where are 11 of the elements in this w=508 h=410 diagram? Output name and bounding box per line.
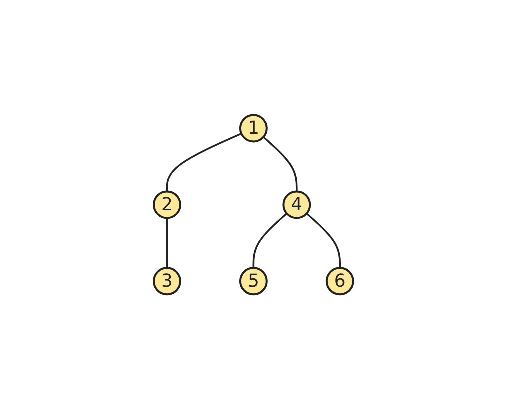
connector [253, 213, 288, 268]
node-circle: 4 [283, 190, 312, 220]
connector [166, 218, 168, 268]
node-circle: 5 [240, 267, 268, 296]
connector [166, 133, 242, 192]
node-circle: 3 [153, 267, 182, 296]
node-circle: 2 [153, 190, 182, 220]
connector [263, 136, 298, 192]
connector [306, 213, 342, 268]
node-circle: 1 [240, 114, 268, 143]
node-circle: 6 [326, 267, 355, 296]
